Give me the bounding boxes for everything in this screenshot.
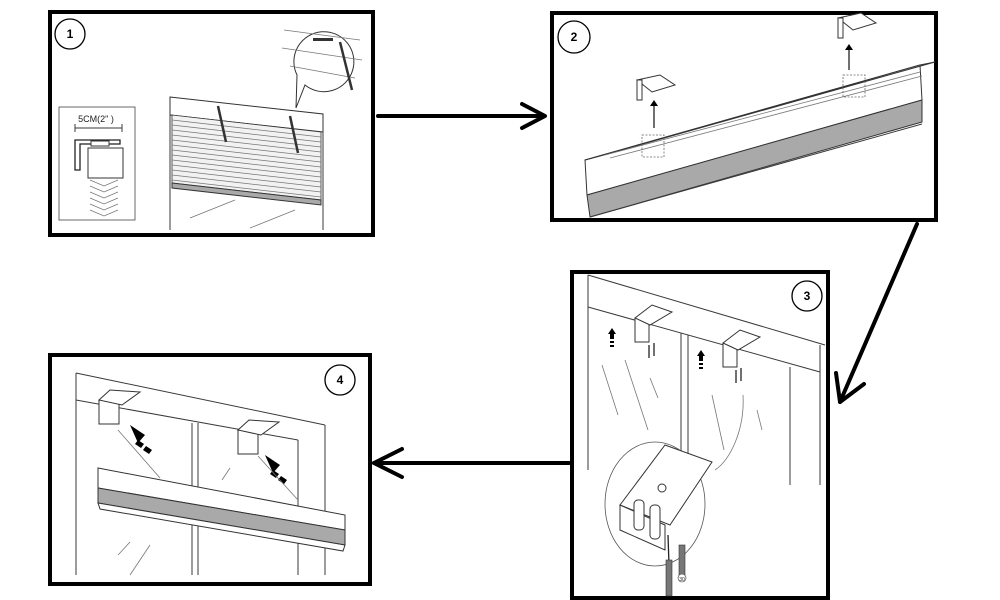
step-2-panel: 2 — [550, 11, 938, 222]
step-2-number: 2 — [571, 30, 578, 44]
step-4-badge-circle — [324, 364, 356, 396]
arrow-step3-to-step4 — [372, 447, 571, 479]
window-with-blind — [169, 96, 324, 230]
step-4-panel: 4 — [48, 353, 372, 586]
headrail-profile-inset: 5CM(2" ) — [58, 106, 136, 221]
window-frame — [75, 372, 326, 576]
bracket-removed-right — [836, 12, 878, 70]
arrow-step2-to-step3 — [834, 222, 919, 404]
step-3-number: 3 — [804, 289, 811, 303]
bracket-left — [97, 389, 152, 454]
dimension-label: 5CM(2" ) — [78, 114, 114, 124]
arrow-step1-to-step2 — [376, 102, 547, 130]
step-2-badge-circle — [557, 20, 591, 54]
pencil-mark-callout — [281, 29, 363, 109]
bracket-detail-callout: 30 — [604, 394, 744, 597]
step-4-badge: 4 — [324, 364, 356, 396]
step-3-frame — [570, 270, 830, 600]
bracket-removed-left — [635, 74, 677, 128]
step-1-panel: 1 5CM(2" ) — [48, 10, 375, 237]
headrail — [584, 61, 936, 218]
step-1-number: 1 — [67, 27, 74, 41]
step-3-badge-circle — [791, 280, 823, 312]
bracket-right — [236, 419, 287, 484]
step-1-badge: 1 — [54, 18, 86, 50]
step-1-badge-circle — [54, 18, 86, 50]
bracket-mounted-left — [608, 304, 674, 358]
screw-label: 30 — [679, 577, 685, 583]
bracket-mounted-right — [697, 329, 762, 383]
headrail — [97, 429, 346, 552]
step-3-badge: 3 — [791, 280, 823, 312]
step-4-number: 4 — [337, 373, 344, 387]
step-2-badge: 2 — [557, 20, 591, 54]
step-3-panel: 3 — [570, 270, 830, 600]
